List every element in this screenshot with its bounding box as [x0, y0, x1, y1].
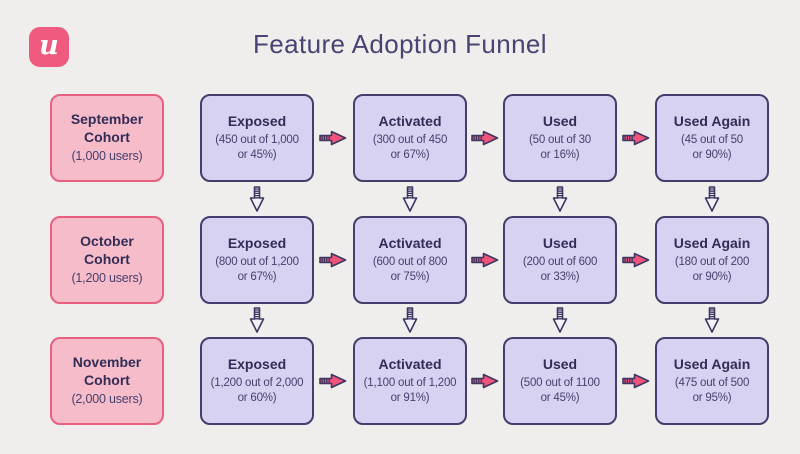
stage-label: Used [542, 235, 578, 252]
stage-box-used-again: Used Again (475 out of 500 or 95%) [655, 337, 769, 425]
stage-box-exposed: Exposed (1,200 out of 2,000 or 60%) [200, 337, 314, 425]
stage-box-exposed: Exposed (800 out of 1,200 or 67%) [200, 216, 314, 304]
stage-label: Exposed [227, 356, 287, 373]
cohort-users: (2,000 users) [71, 392, 143, 407]
right-arrow-icon [471, 130, 499, 146]
stage-box-activated: Activated (600 out of 800 or 75%) [353, 216, 467, 304]
stage-detail: (50 out of 30 or 16%) [529, 133, 591, 161]
right-arrow-icon [622, 252, 650, 268]
stage-label: Used Again [673, 235, 751, 252]
stage-detail: (500 out of 1100 or 45%) [520, 376, 600, 404]
cohort-name: October Cohort [80, 233, 134, 267]
stage-label: Activated [378, 235, 442, 252]
cohort-box-october: October Cohort (1,200 users) [50, 216, 164, 304]
stage-detail: (200 out of 600 or 33%) [522, 255, 598, 283]
stage-detail: (475 out of 500 or 95%) [674, 376, 750, 404]
stage-detail: (1,200 out of 2,000 or 60%) [210, 376, 304, 404]
right-arrow-icon [622, 373, 650, 389]
stage-detail: (600 out of 800 or 75%) [372, 255, 448, 283]
stage-box-used-again: Used Again (45 out of 50 or 90%) [655, 94, 769, 182]
stage-detail: (450 out of 1,000 or 45%) [215, 133, 299, 161]
stage-box-used: Used (200 out of 600 or 33%) [503, 216, 617, 304]
stage-label: Used Again [673, 113, 751, 130]
stage-box-activated: Activated (1,100 out of 1,200 or 91%) [353, 337, 467, 425]
stage-label: Used [542, 356, 578, 373]
down-arrow-icon [704, 186, 720, 212]
stage-detail: (45 out of 50 or 90%) [681, 133, 743, 161]
stage-box-used: Used (50 out of 30 or 16%) [503, 94, 617, 182]
stage-box-used-again: Used Again (180 out of 200 or 90%) [655, 216, 769, 304]
stage-label: Used [542, 113, 578, 130]
cohort-box-september: September Cohort (1,000 users) [50, 94, 164, 182]
cohort-name: September Cohort [70, 111, 144, 145]
down-arrow-icon [249, 186, 265, 212]
down-arrow-icon [552, 186, 568, 212]
down-arrow-icon [552, 307, 568, 333]
stage-detail: (800 out of 1,200 or 67%) [215, 255, 299, 283]
cohort-users: (1,200 users) [71, 271, 143, 286]
cohort-box-november: November Cohort (2,000 users) [50, 337, 164, 425]
stage-detail: (1,100 out of 1,200 or 91%) [363, 376, 457, 404]
cohort-users: (1,000 users) [71, 149, 143, 164]
stage-box-exposed: Exposed (450 out of 1,000 or 45%) [200, 94, 314, 182]
stage-label: Activated [378, 113, 442, 130]
stage-label: Exposed [227, 235, 287, 252]
page-title: Feature Adoption Funnel [253, 29, 547, 59]
stage-label: Activated [378, 356, 442, 373]
stage-detail: (180 out of 200 or 90%) [674, 255, 750, 283]
down-arrow-icon [704, 307, 720, 333]
right-arrow-icon [319, 252, 347, 268]
userpilot-logo-icon: u [29, 27, 69, 67]
right-arrow-icon [319, 373, 347, 389]
right-arrow-icon [471, 252, 499, 268]
stage-box-activated: Activated (300 out of 450 or 67%) [353, 94, 467, 182]
stage-detail: (300 out of 450 or 67%) [372, 133, 448, 161]
right-arrow-icon [471, 373, 499, 389]
right-arrow-icon [622, 130, 650, 146]
right-arrow-icon [319, 130, 347, 146]
down-arrow-icon [402, 186, 418, 212]
down-arrow-icon [249, 307, 265, 333]
down-arrow-icon [402, 307, 418, 333]
stage-label: Used Again [673, 356, 751, 373]
stage-box-used: Used (500 out of 1100 or 45%) [503, 337, 617, 425]
stage-label: Exposed [227, 113, 287, 130]
cohort-name: November Cohort [72, 354, 142, 388]
